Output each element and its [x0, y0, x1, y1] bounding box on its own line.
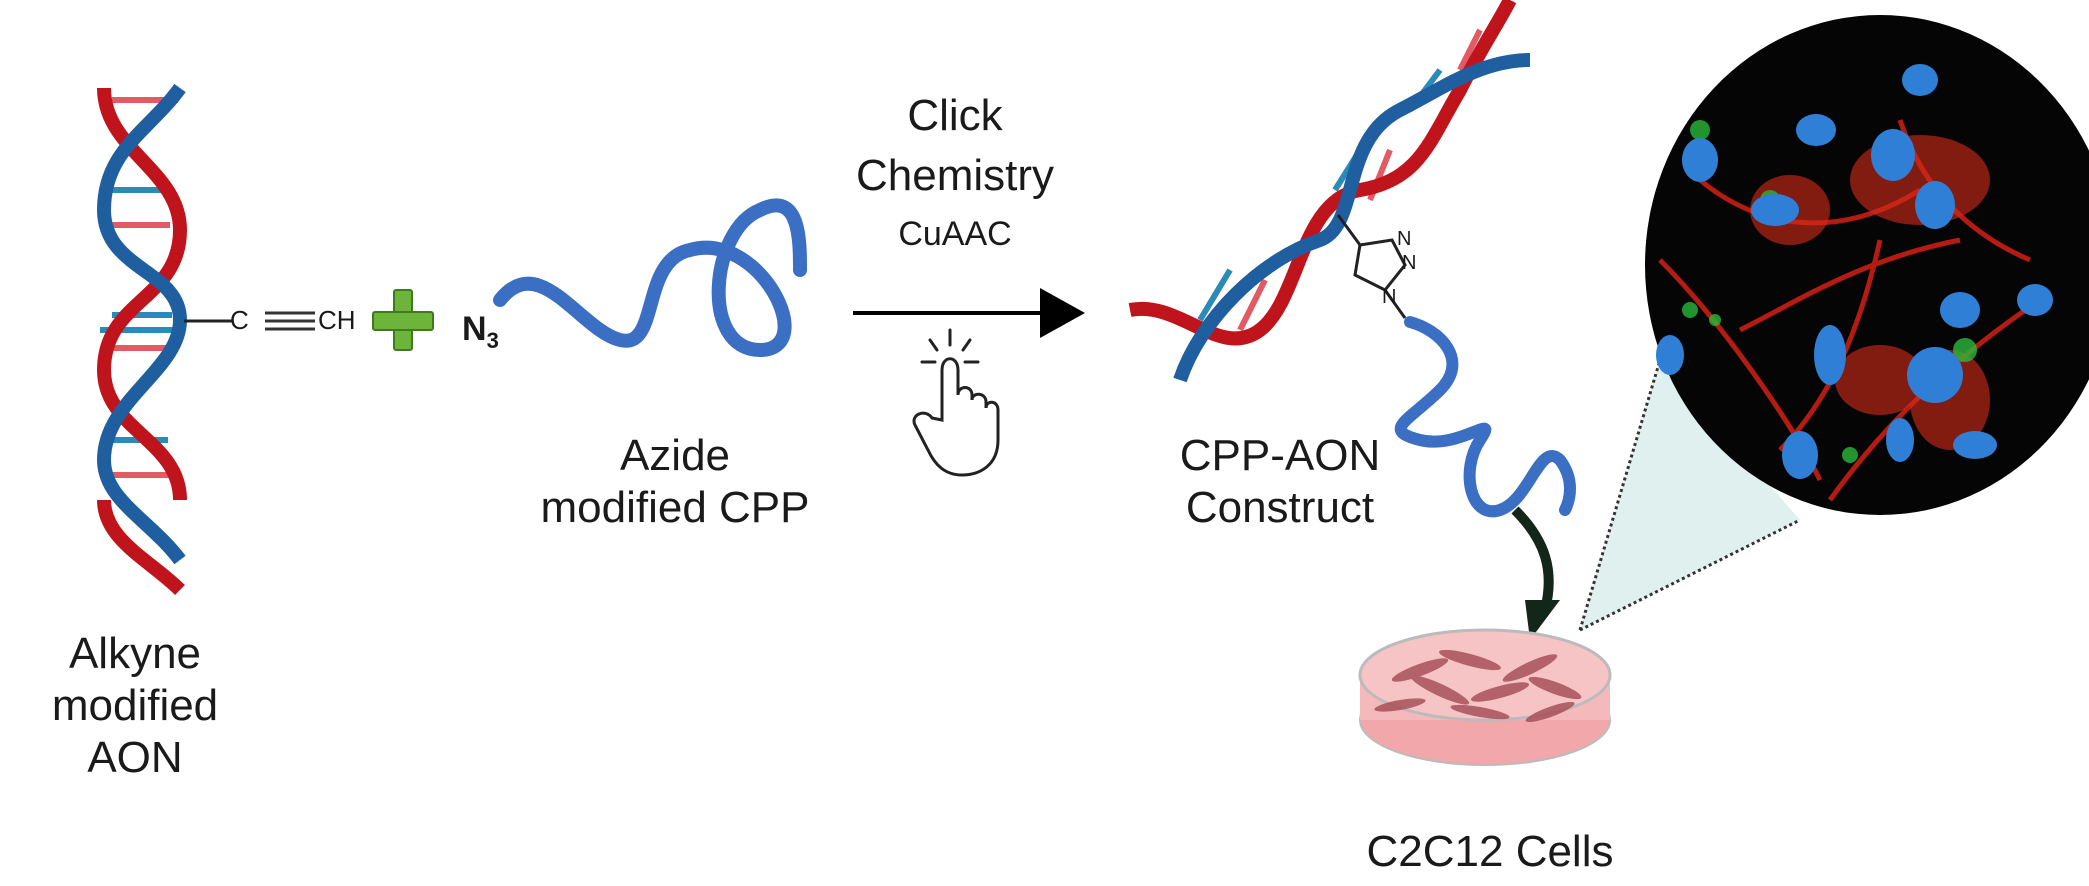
- alkyne-ch-label: CH: [318, 305, 356, 335]
- azide-subscript: 3: [486, 327, 499, 353]
- zoom-cone: [1580, 360, 1800, 630]
- cpp-label: Azide modified CPP: [525, 430, 825, 534]
- fluorescence-microscopy-image: [1645, 15, 2089, 515]
- construct-cpp-peptide: [1394, 316, 1576, 518]
- reaction-label-line3: CuAAC: [898, 215, 1012, 253]
- cpp-aon-dna-helix: [1128, 0, 1531, 383]
- triple-bond: [265, 311, 315, 331]
- construct-label-line2: Construct: [1185, 483, 1375, 532]
- triazole-n2: N: [1402, 252, 1417, 274]
- azide-n: N: [462, 310, 487, 348]
- aon-label-line2: modified AON: [51, 681, 219, 782]
- reaction-label-line1: Click: [907, 91, 1003, 140]
- reaction-label-line2: Chemistry: [855, 151, 1055, 200]
- triazole-n3: N: [1382, 286, 1397, 308]
- cells-label: C2C12 Cells: [1366, 827, 1614, 876]
- reaction-label: Click Chemistry CuAAC: [830, 90, 1080, 260]
- plus-icon: [372, 289, 434, 351]
- arrow-right-icon: [853, 288, 1085, 338]
- construct-label: CPP-AON Construct: [1150, 430, 1410, 534]
- pointer-hand-click-icon: [912, 328, 1000, 477]
- aon-label-line1: Alkyne: [68, 629, 202, 678]
- cpp-label-line2: modified CPP: [540, 483, 810, 532]
- alkyne-aon-dna-helix: [96, 83, 188, 596]
- aon-label: Alkyne modified AON: [0, 628, 270, 784]
- triazole-n1: N: [1397, 228, 1412, 250]
- azide-cpp-peptide: [493, 198, 807, 358]
- curved-arrow-down-icon: [1511, 506, 1560, 640]
- triazole-ring: [1336, 214, 1407, 319]
- alkyne-c-label: C: [230, 305, 249, 335]
- petri-dish-icon: [1358, 628, 1612, 766]
- cpp-label-line1: Azide: [619, 431, 731, 480]
- construct-label-line1: CPP-AON: [1179, 431, 1381, 480]
- azide-group-label: N3: [462, 303, 499, 367]
